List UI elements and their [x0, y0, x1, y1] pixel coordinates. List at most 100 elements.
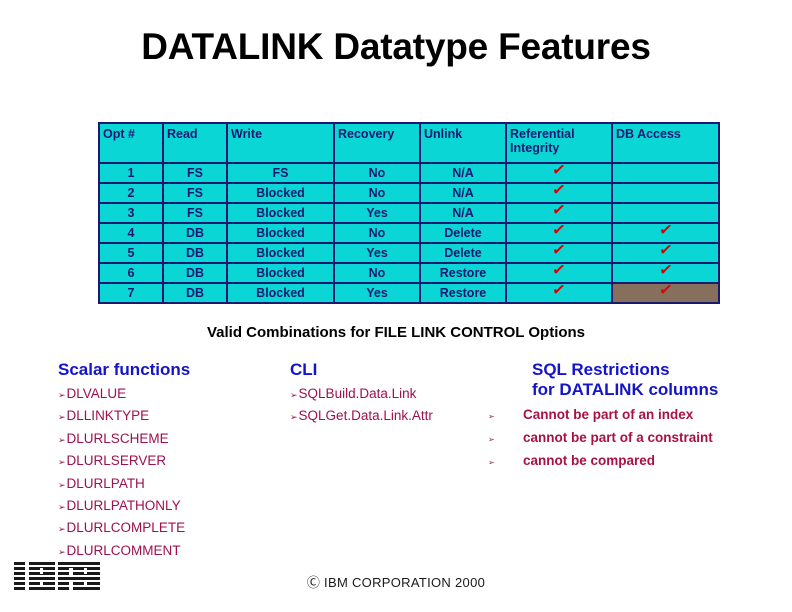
cell-write: Blocked: [228, 284, 333, 302]
logo-notch: [84, 568, 87, 574]
arrow-bullet-icon: ➢: [58, 458, 66, 469]
logo-notch: [40, 568, 43, 574]
table-caption: Valid Combinations for FILE LINK CONTROL…: [206, 324, 586, 341]
logo-notch: [69, 568, 73, 576]
column-header-read: Read: [164, 124, 226, 162]
sql-heading-line2: for DATALINK columns: [532, 380, 719, 399]
arrow-bullet-icon: ➢: [290, 391, 298, 401]
cell-recovery: No: [335, 264, 419, 282]
column-header-db-access: DB Access: [613, 124, 718, 162]
page-title: DATALINK Datatype Features: [141, 26, 651, 67]
cell-opt: 7: [100, 284, 162, 302]
cell-recovery: Yes: [335, 244, 419, 262]
cli-heading: CLI: [290, 360, 318, 379]
sql-restriction-item-label: cannot be part of a constraint: [523, 430, 713, 445]
arrow-bullet-icon: ➢: [58, 547, 66, 558]
cell-read: FS: [164, 204, 226, 222]
cell-unlink: Delete: [421, 244, 505, 262]
cell-referential-integrity: ✓: [507, 201, 611, 222]
cell-read: DB: [164, 284, 226, 302]
cell-unlink: N/A: [421, 164, 505, 182]
cell-unlink: Restore: [421, 264, 505, 282]
logo-notch: [40, 580, 43, 586]
checkmark-icon: ✓: [657, 261, 674, 280]
scalar-functions-list: ➢DLVALUE➢DLLINKTYPE➢DLURLSCHEME➢DLURLSER…: [58, 384, 288, 563]
ri-line2: Integrity: [510, 141, 560, 155]
scalar-function-item-label: DLURLPATH: [66, 475, 145, 491]
sql-restriction-item: ➢ cannot be compared: [488, 450, 787, 473]
copyright-notice: Ⓒ IBM CORPORATION 2000: [306, 575, 486, 590]
cli-item: ➢SQLBuild.Data.Link: [290, 384, 495, 406]
cli-block: CLI ➢SQLBuild.Data.Link➢SQLGet.Data.Link…: [290, 360, 495, 429]
checkmark-icon: ✓: [551, 281, 567, 300]
scalar-function-item: ➢DLURLCOMMENT: [58, 541, 288, 563]
cell-write: Blocked: [228, 184, 333, 202]
scalar-function-item: ➢DLURLCOMPLETE: [58, 518, 288, 540]
arrow-bullet-icon: ➢: [488, 412, 495, 421]
arrow-bullet-icon: ➢: [488, 458, 495, 467]
cell-db-access: [613, 184, 718, 202]
scalar-function-item-label: DLURLCOMMENT: [66, 542, 181, 558]
cell-referential-integrity: ✓: [507, 241, 611, 262]
scalar-function-item: ➢DLLINKTYPE: [58, 406, 288, 428]
ibm-logo: [14, 562, 100, 592]
arrow-bullet-icon: ➢: [58, 480, 66, 491]
arrow-bullet-icon: ➢: [58, 435, 66, 446]
cell-recovery: No: [335, 164, 419, 182]
arrow-bullet-icon: ➢: [58, 391, 66, 401]
column-header-recovery: Recovery: [335, 124, 419, 162]
scalar-function-item-label: DLURLSCHEME: [66, 430, 169, 446]
cell-opt: 5: [100, 244, 162, 262]
cell-read: FS: [164, 184, 226, 202]
cell-opt: 3: [100, 204, 162, 222]
checkmark-icon: ✓: [657, 241, 674, 260]
checkmark-icon: ✓: [551, 161, 567, 180]
scalar-function-item: ➢DLURLPATH: [58, 474, 288, 496]
cell-write: FS: [228, 164, 333, 182]
scalar-function-item-label: DLURLSERVER: [66, 453, 167, 469]
logo-notch: [84, 580, 87, 586]
scalar-function-item: ➢DLURLSERVER: [58, 451, 288, 473]
cell-recovery: Yes: [335, 284, 419, 302]
cell-recovery: No: [335, 224, 419, 242]
cell-unlink: N/A: [421, 204, 505, 222]
checkmark-icon: ✓: [551, 221, 567, 240]
cell-recovery: Yes: [335, 204, 419, 222]
column-header-opt: Opt #: [100, 124, 162, 162]
cell-opt: 6: [100, 264, 162, 282]
arrow-bullet-icon: ➢: [488, 435, 495, 444]
cli-item: ➢SQLGet.Data.Link.Attr: [290, 406, 495, 428]
checkmark-icon: ✓: [657, 281, 674, 300]
scalar-function-item: ➢DLVALUE: [58, 384, 288, 406]
scalar-function-item-label: DLLINKTYPE: [66, 408, 150, 424]
cli-list: ➢SQLBuild.Data.Link➢SQLGet.Data.Link.Att…: [290, 384, 495, 429]
logo-notch: [25, 562, 29, 592]
sql-restriction-item-label: Cannot be part of an index: [523, 407, 694, 422]
sql-restriction-item-label: cannot be compared: [523, 453, 656, 468]
column-header-write: Write: [228, 124, 333, 162]
cell-db-access: ✓: [613, 281, 718, 302]
sql-restrictions-heading: SQL Restrictions for DATALINK columns: [532, 360, 787, 400]
logo-notch: [55, 562, 58, 592]
cell-referential-integrity: ✓: [507, 281, 611, 302]
cell-unlink: Restore: [421, 284, 505, 302]
datalink-feature-table: Opt # Read Write Recovery Unlink Referen…: [98, 122, 720, 304]
cell-write: Blocked: [228, 264, 333, 282]
sql-heading-line1: SQL Restrictions: [532, 360, 670, 379]
sql-restriction-item: ➢ Cannot be part of an index: [488, 404, 787, 427]
cell-referential-integrity: ✓: [507, 181, 611, 202]
cell-referential-integrity: ✓: [507, 161, 611, 182]
scalar-function-item-label: DLURLCOMPLETE: [66, 520, 186, 536]
cell-recovery: No: [335, 184, 419, 202]
cell-db-access: [613, 164, 718, 182]
cell-db-access: ✓: [613, 261, 718, 282]
cell-opt: 4: [100, 224, 162, 242]
checkmark-icon: ✓: [551, 181, 567, 200]
cell-unlink: Delete: [421, 224, 505, 242]
column-header-unlink: Unlink: [421, 124, 505, 162]
